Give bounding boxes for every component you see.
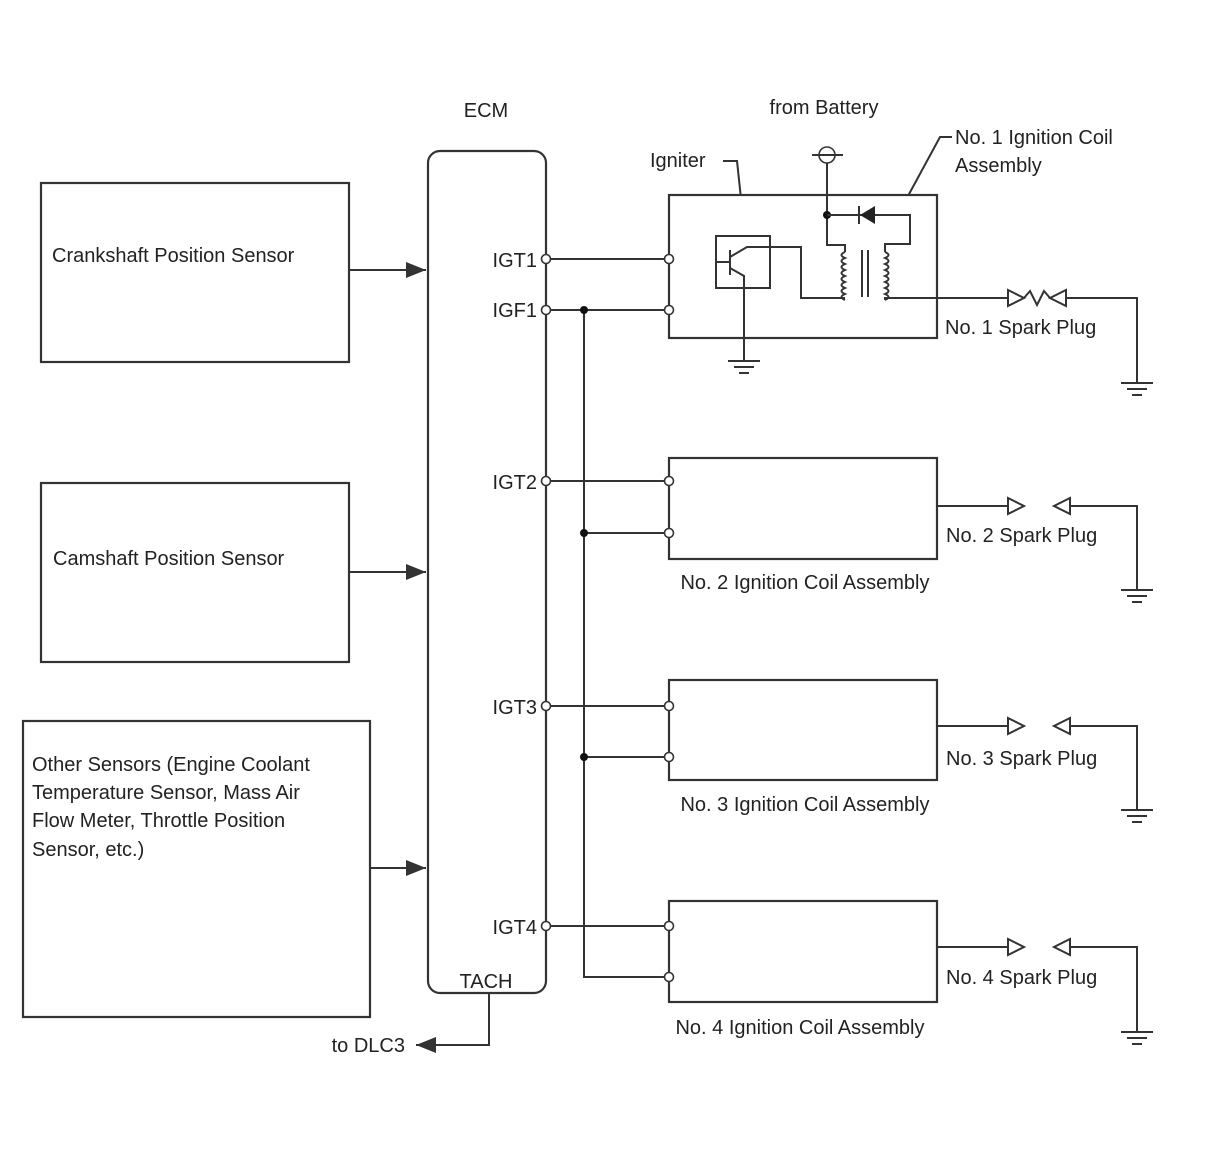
other-sensors: Other Sensors (Engine Coolant Temperatur… — [21, 719, 426, 1019]
from-battery-label: from Battery — [770, 97, 879, 119]
to-dlc3-label: to DLC3 — [332, 1035, 405, 1057]
crankshaft-label: Crankshaft Position Sensor — [52, 245, 295, 267]
pin-igt2: IGT2 — [493, 472, 537, 494]
spark-plug-1-label: No. 1 Spark Plug — [945, 317, 1096, 339]
ignition-coil-2: No. 2 Ignition Coil Assembly No. 2 Spark… — [663, 456, 1154, 603]
ecm: ECM IGT1 IGF1 IGT2 IGT3 IGT4 TACH to DLC… — [332, 100, 548, 1057]
pin-igt1: IGT1 — [493, 250, 537, 272]
ignition-coil-4: No. 4 Ignition Coil Assembly No. 4 Spark… — [663, 899, 1154, 1045]
spark-plug-3-label: No. 3 Spark Plug — [946, 748, 1097, 770]
spark-plug-2-label: No. 2 Spark Plug — [946, 525, 1097, 547]
coil-4-label: No. 4 Ignition Coil Assembly — [675, 1017, 924, 1039]
diode-icon — [860, 206, 875, 224]
camshaft-position-sensor: Camshaft Position Sensor — [39, 481, 426, 664]
pin-igt4: IGT4 — [493, 917, 537, 939]
ecm-title: ECM — [464, 100, 508, 122]
crankshaft-position-sensor: Crankshaft Position Sensor — [39, 181, 426, 364]
pin-igf1: IGF1 — [493, 300, 537, 322]
coil1-title: No. 1 Ignition Coil — [955, 127, 1113, 149]
wiring — [540, 253, 669, 978]
primary-coil-icon — [840, 251, 848, 301]
other-sensors-line: Temperature Sensor, Mass Air — [32, 782, 300, 804]
igniter-label: Igniter — [650, 150, 706, 172]
coil-3-label: No. 3 Ignition Coil Assembly — [680, 794, 929, 816]
coil-2-label: No. 2 Ignition Coil Assembly — [680, 572, 929, 594]
ignition-coil-3: No. 3 Ignition Coil Assembly No. 3 Spark… — [663, 678, 1154, 823]
other-sensors-line: Sensor, etc.) — [32, 839, 144, 861]
other-sensors-line: Other Sensors (Engine Coolant — [32, 754, 310, 776]
pin-igt3: IGT3 — [493, 697, 537, 719]
other-sensors-line: Flow Meter, Throttle Position — [32, 810, 285, 832]
coil1-title: Assembly — [955, 155, 1042, 177]
spark-plug-4-label: No. 4 Spark Plug — [946, 967, 1097, 989]
pin-tach: TACH — [460, 971, 513, 993]
ignition-coil-1: from Battery No. 1 Ignition Coil Assembl… — [650, 97, 1154, 396]
camshaft-label: Camshaft Position Sensor — [53, 548, 285, 570]
secondary-coil-icon — [882, 251, 890, 301]
